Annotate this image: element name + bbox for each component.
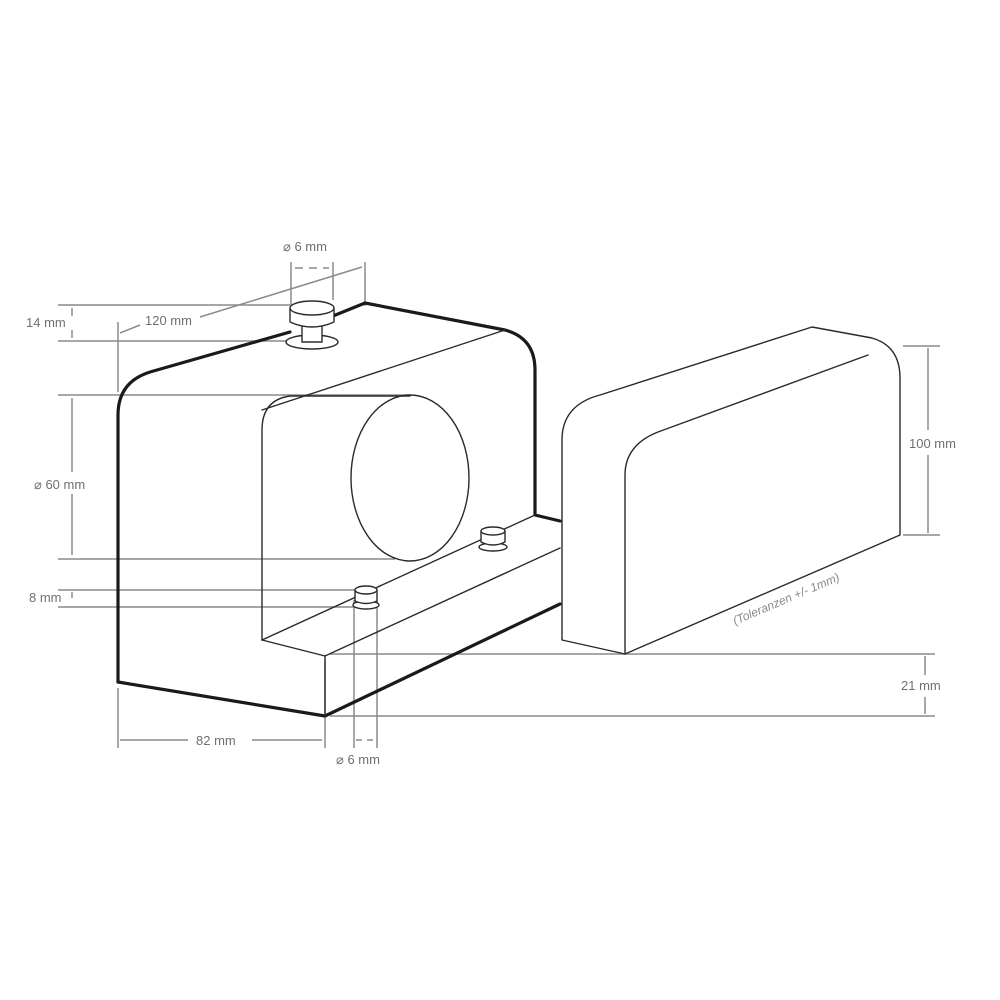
label-top-pin-diameter: ⌀ 6 mm xyxy=(283,239,327,254)
label-part-height: 100 mm xyxy=(909,436,956,451)
counter-block xyxy=(561,326,901,655)
label-body-width: 120 mm xyxy=(145,313,192,328)
tolerance-note: (Toleranzen +/- 1mm) xyxy=(731,570,842,628)
label-bottom-pin-diameter: ⌀ 6 mm xyxy=(336,752,380,767)
dimension-labels: ⌀ 6 mm 120 mm 14 mm ⌀ 60 mm 8 mm 82 mm ⌀… xyxy=(26,239,956,767)
cylinder-face xyxy=(350,394,470,562)
ledge-pin-left xyxy=(352,585,380,610)
ledge-pin-right xyxy=(478,526,508,552)
label-base-height: 21 mm xyxy=(901,678,941,693)
label-base-depth: 82 mm xyxy=(196,733,236,748)
top-pin xyxy=(285,300,339,350)
label-cylinder-diameter: ⌀ 60 mm xyxy=(34,477,85,492)
label-pin-height: 14 mm xyxy=(26,315,66,330)
label-small-pin-height: 8 mm xyxy=(29,590,62,605)
dimension-lines xyxy=(58,262,940,748)
